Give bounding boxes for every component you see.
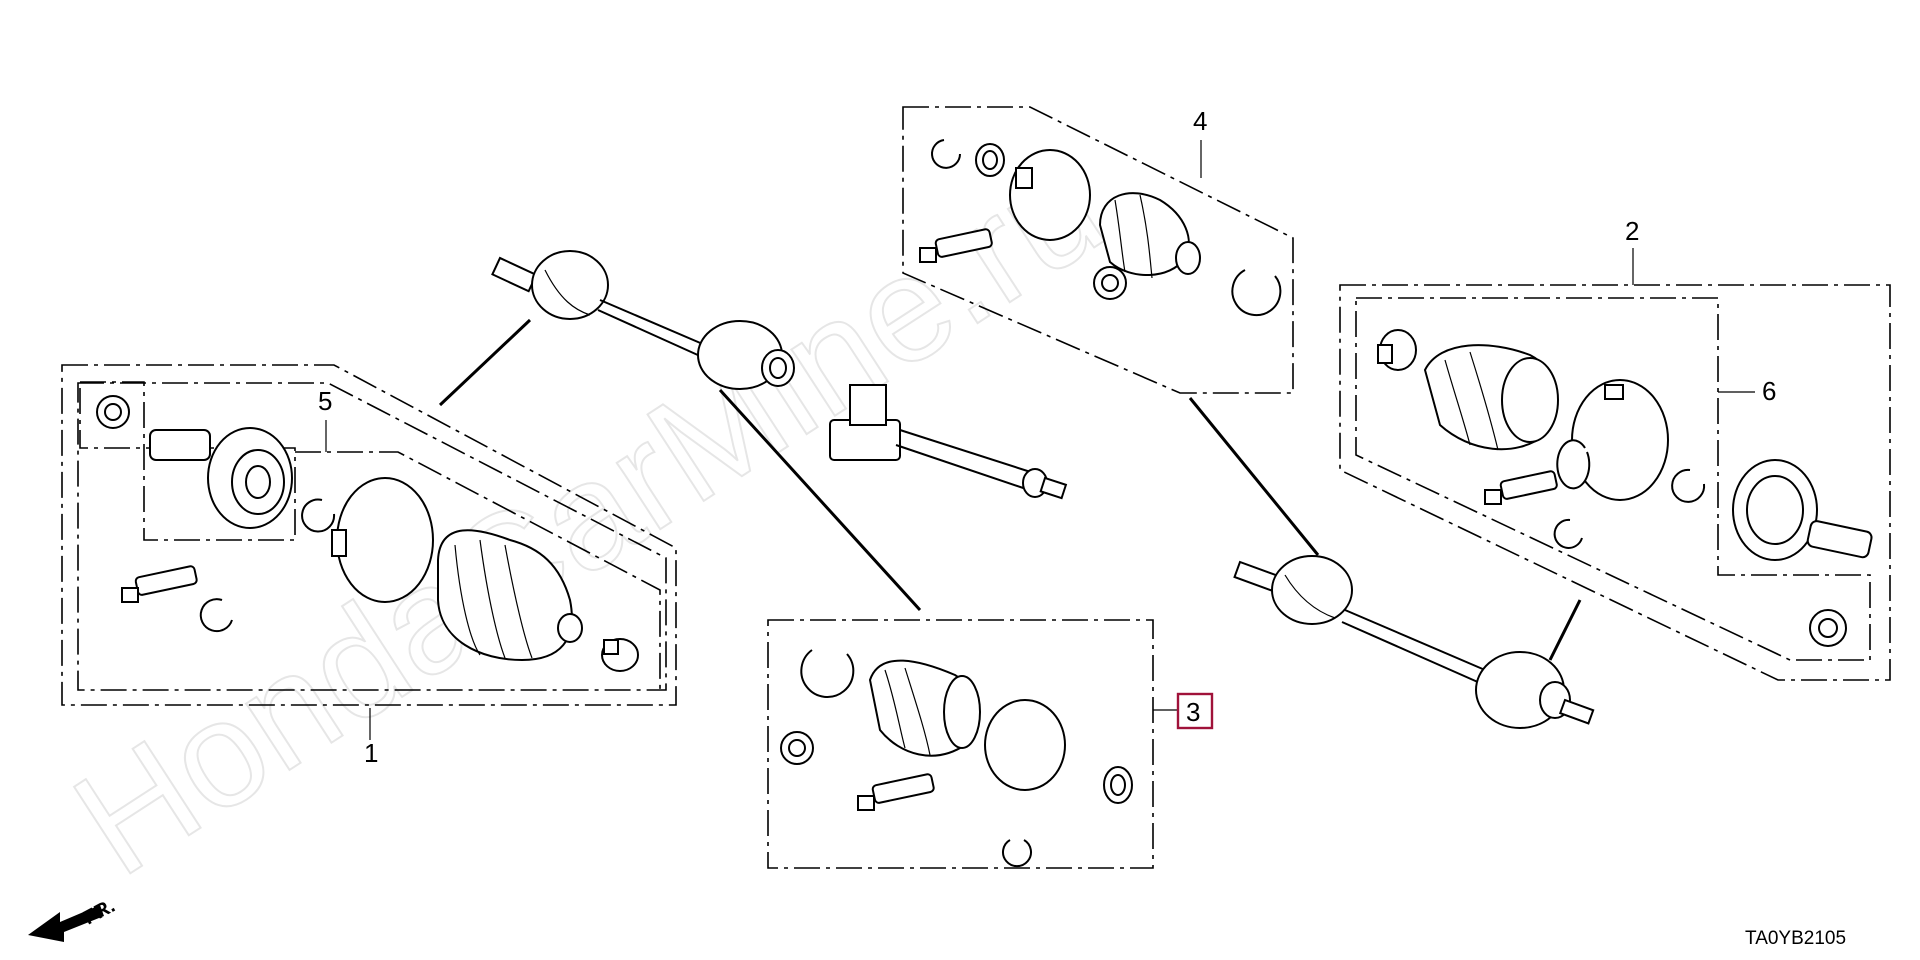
grease-tube-icon <box>121 565 198 603</box>
boot-icon-6 <box>1423 344 1559 451</box>
kit-2-frame <box>1339 284 1891 681</box>
snap-ring-icon-2 <box>199 598 233 633</box>
nut-icon-4 <box>1093 266 1127 300</box>
boot-band-icon-4 <box>1009 149 1091 241</box>
kit-3-frame <box>767 619 1154 869</box>
leader-line-4 <box>1548 599 1582 661</box>
callout-2[interactable]: 2 <box>1625 216 1639 246</box>
kit-4-group: 4 <box>902 106 1294 394</box>
leader-line-1 <box>438 318 532 407</box>
boot-icon-4 <box>1098 192 1201 279</box>
kit-4-frame <box>902 106 1294 394</box>
grease-tube-icon-3 <box>857 773 935 811</box>
boot-band-icon-3 <box>984 699 1066 791</box>
circlip-icon-3 <box>1002 839 1032 868</box>
kit-3-group: 3 <box>767 619 1214 869</box>
outer-joint-frame <box>79 381 296 541</box>
kit-1-frame <box>61 364 677 706</box>
kit-5-group: 5 <box>121 386 661 690</box>
right-driveshaft-icon <box>1233 555 1595 729</box>
callout-4[interactable]: 4 <box>1193 106 1207 136</box>
kit-2-group: 2 <box>1339 216 1891 681</box>
boot-icon <box>437 529 583 662</box>
clamp-icon-3 <box>800 649 855 698</box>
kit-5-frame <box>295 451 661 690</box>
snap-ring-icon-4 <box>931 139 961 169</box>
circlip-icon-6 <box>1553 518 1583 549</box>
nut-icon <box>96 395 130 429</box>
nut-icon-6 <box>1809 609 1847 647</box>
left-driveshaft-icon <box>491 250 795 390</box>
snap-ring-icon-3 <box>1103 766 1133 804</box>
small-clamp-icon <box>601 638 639 672</box>
boot-icon-3 <box>868 659 981 757</box>
clamp-icon-6b <box>1556 439 1591 490</box>
callout-1[interactable]: 1 <box>364 738 378 768</box>
boot-band-icon-6 <box>1571 379 1669 501</box>
callout-5[interactable]: 5 <box>318 386 332 416</box>
clamp-icon-4 <box>1231 269 1282 317</box>
callout-3[interactable]: 3 <box>1186 697 1200 727</box>
kit-1-group: 1 <box>61 364 677 768</box>
callout-6[interactable]: 6 <box>1762 376 1776 406</box>
outer-joint-icon-6 <box>1732 459 1873 561</box>
front-label: FR. <box>80 895 119 930</box>
kit-6-frame <box>1355 297 1871 661</box>
front-arrow-icon <box>28 905 104 942</box>
diagram-code: TA0YB2105 <box>1745 928 1846 949</box>
kit-1-inner-frame <box>77 382 667 691</box>
front-indicator: FR. <box>28 895 119 942</box>
outer-joint-assembly <box>79 381 296 541</box>
ring-icon-4 <box>975 143 1005 177</box>
kit-6-group: 6 <box>1355 297 1873 661</box>
snap-ring-icon-6 <box>1671 468 1706 503</box>
outer-joint-icon <box>149 427 293 529</box>
grease-tube-icon-4 <box>919 228 993 263</box>
grease-tube-icon-6 <box>1484 470 1558 505</box>
snap-ring-icon <box>301 498 336 533</box>
callout-3-highlight <box>1176 692 1214 730</box>
nut-icon-3 <box>780 731 814 765</box>
clamp-icon-6 <box>1377 329 1417 371</box>
leader-line-2 <box>718 388 922 612</box>
leader-line-3 <box>1188 397 1320 556</box>
boot-band-icon <box>331 477 434 603</box>
intermediate-shaft-icon <box>829 384 1068 500</box>
